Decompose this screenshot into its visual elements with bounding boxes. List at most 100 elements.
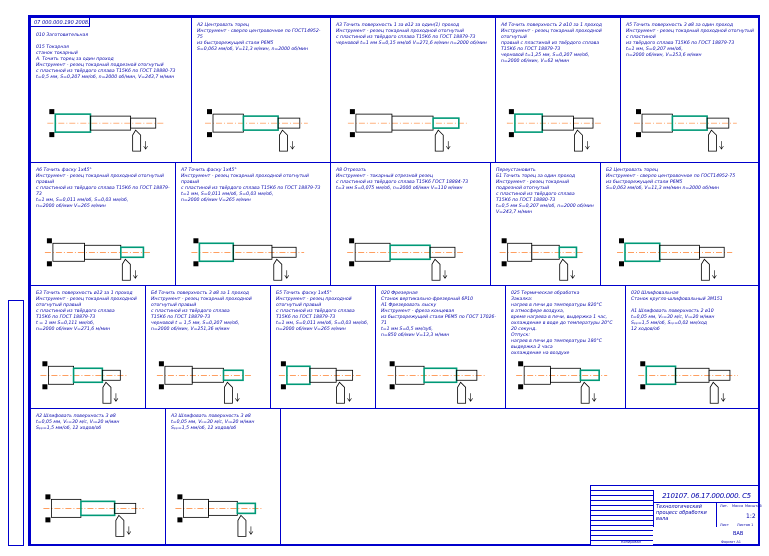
shaft-step: [277, 117, 301, 129]
feed-arrow: [290, 141, 295, 150]
operation-line: t=0,05 мм, Vₙ=30 м/с, Vᵢ=20 м/мин: [631, 315, 715, 320]
operation-line: А1 Фрезеровать лыску: [381, 303, 437, 308]
operation-line: А5 Точить поверхность 3 ø8 за один прохо…: [626, 23, 734, 28]
operation-line: t = 1 мм S=0,111 мм/об,: [36, 321, 95, 326]
operation-line: Инструмент - резец токарный проходной от…: [501, 29, 602, 40]
cutting-tool: [273, 258, 283, 281]
shaft-step: [429, 246, 456, 258]
operation-line: t=0,05 мм, Vₙ=30 м/с, Vᵢ=20 м/мин: [171, 420, 255, 425]
cutting-tool: [559, 258, 569, 281]
chuck-jaw: [636, 132, 641, 138]
cutting-tool: [709, 381, 719, 404]
operation-line: Инструмент - токарный отрезной резец: [336, 174, 433, 179]
chuck-jaw: [349, 238, 355, 244]
operation-line: нагрев в печи до температуры 180°С: [511, 339, 602, 344]
shaft-sketch: [617, 238, 733, 281]
operation-line: Sₚₚ=1,5 мм/об, 12 ходов/об: [171, 426, 237, 431]
operation-line: S=0,063 мм/об, V=11,3 мм/мин n=2000 об/м…: [606, 186, 720, 191]
shaft-sketch: [499, 238, 585, 281]
cutting-tool: [132, 129, 142, 152]
operation-line: время нагрева в печи, выдержка 1 час,: [511, 315, 608, 320]
operation-line: станок токарный: [36, 51, 78, 56]
operation-line: Станок кругло-шлифовальный 3М151: [631, 297, 723, 302]
cutting-tool: [336, 381, 345, 404]
cutting-tool: [102, 381, 112, 404]
chuck-jaw: [636, 109, 641, 115]
feed-arrow: [570, 270, 575, 279]
document-stamp: 07 000.000.190 2008.2: [30, 17, 90, 27]
shaft-step: [579, 369, 600, 382]
operation-line: с пластиной из твёрдого сплава: [496, 192, 575, 197]
operation-line: 015 Токарная: [36, 45, 69, 50]
operation-line: с пластиной из твёрдого сплава Т15К6 по …: [181, 186, 321, 191]
mass-label: Масса: [732, 504, 744, 508]
operation-line: 20 секунд.: [511, 327, 537, 332]
chuck-jaw: [518, 384, 524, 390]
operation-line: Б5 Точить фаску 1х45°: [276, 291, 332, 296]
shaft-step: [101, 369, 121, 381]
shaft-sketch: [278, 361, 361, 404]
chuck-jaw: [42, 384, 48, 390]
cutting-tool: [279, 129, 288, 152]
feed-arrow: [585, 141, 590, 150]
feed-arrow: [284, 270, 290, 279]
operation-line: Инструмент - резец токарный проходной от…: [336, 29, 464, 34]
operation-line: А. Точить торец за один проход: [36, 57, 114, 62]
shaft-sketch: [516, 361, 608, 404]
operation-line: t=1 мм, S=0,011 мм/об, S=0,03 мм/об,: [181, 192, 274, 197]
chuck-jaw: [193, 238, 199, 244]
shaft-sketch: [44, 238, 152, 281]
operation-line: n=2000 об/мин, V=251,36 м/мин: [151, 327, 230, 332]
operation-line: Инструмент - резец токарный подрезной от…: [36, 63, 164, 68]
operation-line: А3 Шлифовать поверхность 3 ø8: [171, 414, 251, 419]
operation-line: t=1 мм S=0,5 мм/зуб,: [381, 327, 433, 332]
sheet-label: Лист: [720, 523, 729, 527]
operation-line: n=2000 об/мин, V=253,6 м/мин: [626, 53, 702, 58]
feed-arrow: [720, 393, 726, 402]
operation-line: с пластиной из твёрдого сплава: [276, 309, 355, 314]
chuck-jaw: [640, 361, 646, 367]
operation-line: Т15К6 по ГОСТ 18879-73: [36, 315, 96, 320]
chuck-jaw: [640, 384, 646, 390]
operation-line: Б3 Точить поверхность ø12 за 1 проход: [36, 291, 133, 296]
operation-line: S=0,063 мм/об, V=11,3 м/мин, n=2000 об/м…: [197, 47, 309, 52]
operation-line: с пластиной из твёрдого сплава Т15К6 ГОС…: [336, 180, 469, 185]
operation-line: А1 Шлифовать поверхность 2 ø10: [631, 309, 714, 314]
chuck-jaw: [508, 109, 514, 115]
feed-arrow: [468, 393, 473, 402]
feed-arrow: [113, 393, 119, 402]
operation-line: n=2000 об/мин V=265 м/мин: [36, 204, 106, 209]
operation-line: Инструмент - фреза концевая: [381, 309, 455, 314]
operation-text: А3 Точить поверхность 1 за ø12 за один(1…: [336, 23, 491, 47]
shaft-sketch: [205, 109, 308, 152]
operation-line: в атмосфере воздуха,: [511, 309, 565, 314]
chuck-jaw: [349, 261, 355, 267]
operation-line: Инструмент - резец токарный проходной: [151, 297, 252, 302]
chuck-jaw: [158, 384, 164, 390]
shaft-sketch: [191, 238, 305, 281]
operation-line: 025 Термическая обработка: [511, 291, 580, 296]
operation-line: А2 Центровать торец: [197, 23, 250, 28]
operation-cell: А3 Точить поверхность 1 за ø12 за один(1…: [330, 17, 496, 163]
shaft-step: [271, 246, 297, 258]
sheets-label: Листов 1: [737, 523, 754, 527]
cutting-tool: [431, 258, 441, 281]
operation-line: Инструмент - резец токарный: [496, 180, 570, 185]
operation-text: А5 Точить поверхность 3 ø8 за один прохо…: [626, 23, 755, 59]
chuck-jaw: [207, 132, 212, 138]
shaft-step: [119, 246, 145, 259]
operation-line: с пластиной из твёрдого сплава: [36, 309, 115, 314]
